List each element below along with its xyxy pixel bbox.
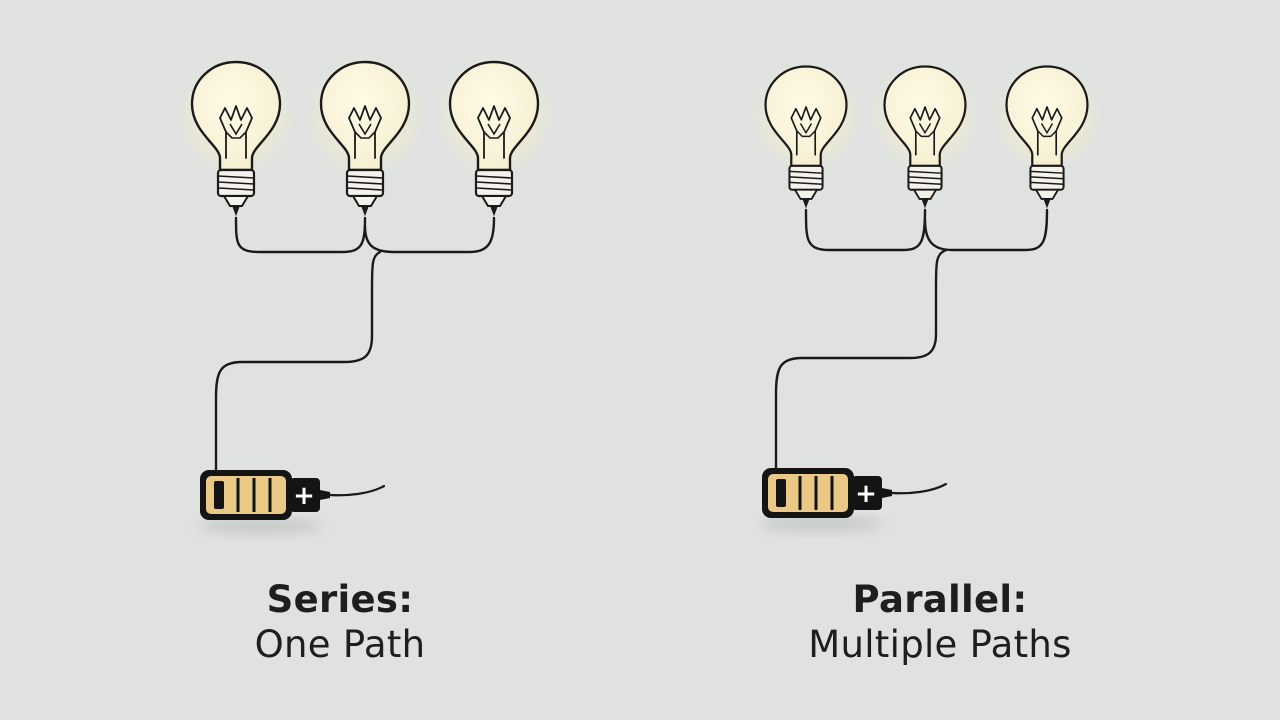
- series-heading: Series:: [266, 578, 414, 621]
- parallel-bulb-1-icon: [747, 58, 865, 208]
- series-bulb-1-icon: [172, 52, 300, 216]
- parallel-diagram: +: [747, 58, 1106, 532]
- parallel-battery-plus: +: [855, 479, 877, 509]
- series-bulb-3-icon: [430, 52, 558, 216]
- parallel-caption: Parallel: Multiple Paths: [760, 578, 1120, 668]
- parallel-battery-lead: [890, 482, 948, 495]
- series-bulb-2-icon: [301, 52, 429, 216]
- parallel-subheading: Multiple Paths: [808, 623, 1072, 666]
- series-subheading: One Path: [254, 623, 426, 666]
- parallel-wire: [774, 208, 1049, 472]
- series-battery-lead: [328, 484, 386, 497]
- series-battery-plus: +: [293, 481, 315, 511]
- parallel-heading: Parallel:: [852, 578, 1028, 621]
- series-diagram: +: [172, 52, 558, 534]
- series-wire: [214, 216, 496, 472]
- parallel-bulb-3-icon: [988, 58, 1106, 208]
- series-caption: Series: One Path: [190, 578, 490, 668]
- parallel-bulb-2-icon: [866, 58, 984, 208]
